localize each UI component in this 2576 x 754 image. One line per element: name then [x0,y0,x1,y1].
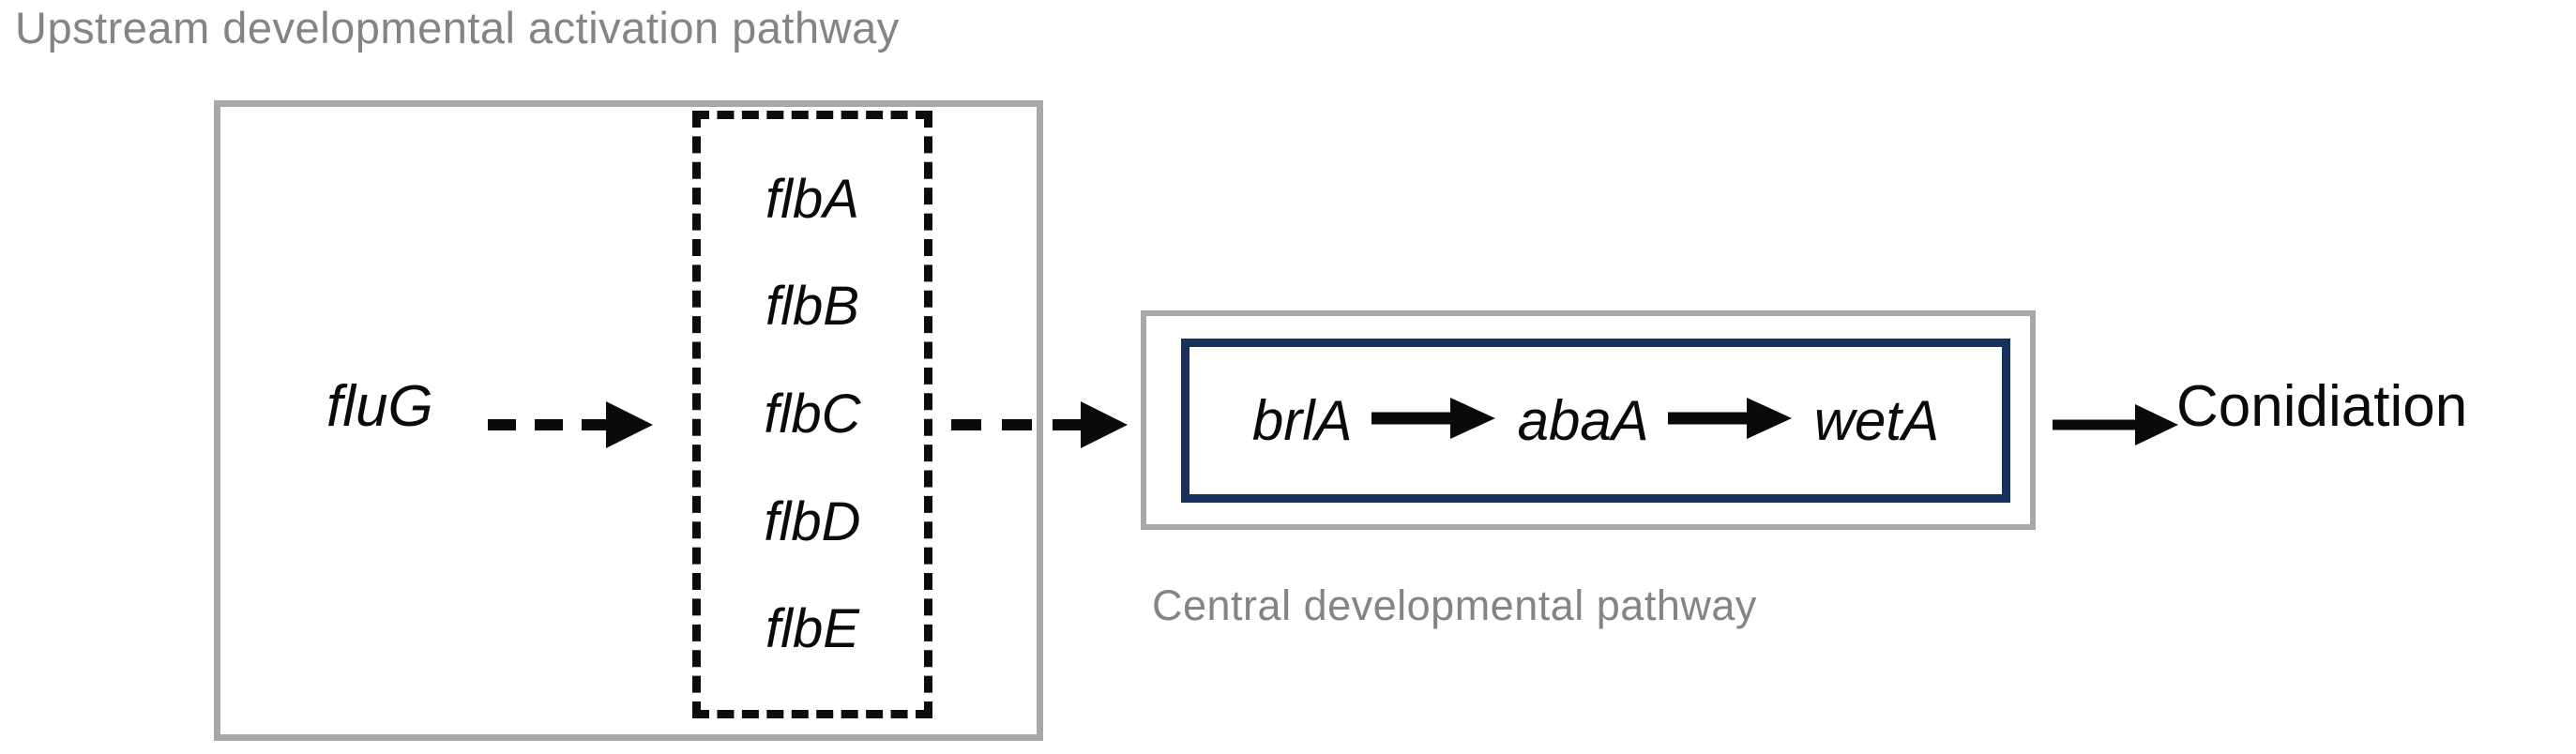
solid-arrow-central-to-conidiation-icon [2051,392,2182,462]
gene-label-abaA: abaA [1517,388,1649,452]
gene-label-flbD: flbD [764,490,861,552]
central-pathway-title: Central developmental pathway [1152,581,1757,629]
gene-label-flbB: flbB [765,276,859,338]
flb-gene-group-box: flbA flbB flbC flbD flbE [692,111,932,718]
solid-arrow-brlA-to-abaA-icon [1370,392,1501,449]
gene-label-fluG: fluG [326,374,433,439]
outcome-label-conidiation: Conidiation [2176,374,2468,439]
central-pathway-outer-box [1141,310,2036,530]
solid-arrow-abaA-to-wetA-icon [1666,392,1797,449]
gene-label-flbC: flbC [764,383,861,445]
gene-label-flbA: flbA [765,168,859,230]
dashed-arrow-flb-to-central-icon [947,392,1149,462]
gene-label-flbE: flbE [765,598,859,660]
gene-label-brlA: brlA [1251,388,1353,452]
upstream-pathway-box [214,100,1043,741]
gene-label-wetA: wetA [1813,388,1940,452]
upstream-pathway-title: Upstream developmental activation pathwa… [15,3,900,53]
central-pathway-inner-box: brlA abaA wetA [1181,339,2010,503]
dashed-arrow-fluG-to-flb-icon [484,392,672,462]
